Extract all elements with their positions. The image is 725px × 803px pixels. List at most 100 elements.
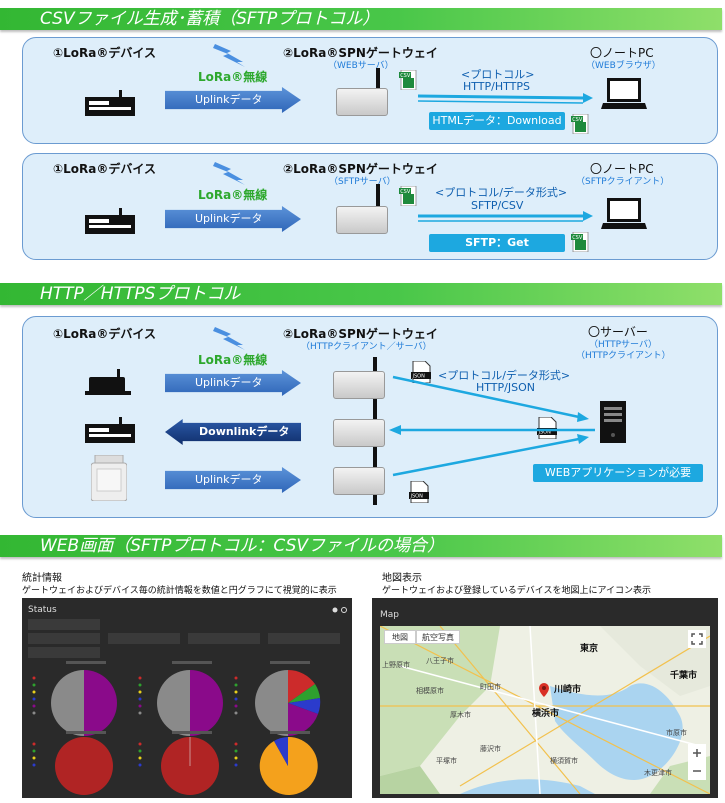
stat-cell — [28, 633, 100, 644]
tab-map[interactable]: 地図 — [384, 630, 416, 644]
map-label: 厚木市 — [450, 711, 471, 719]
pie-title — [66, 661, 106, 664]
pie-chart-2 — [157, 670, 223, 736]
pie-chart-1 — [51, 670, 117, 736]
map-label: 横浜市 — [532, 709, 560, 719]
protocol-value: SFTP/CSV — [471, 199, 524, 212]
server-label: 〇サーバー — [588, 325, 648, 339]
csv-file-icon: CSV — [571, 231, 589, 253]
gateway-antenna — [376, 68, 380, 94]
device-label: ①LoRa®デバイス — [53, 162, 157, 176]
stat-cell — [108, 633, 180, 644]
svg-text:JSON: JSON — [538, 430, 552, 436]
protocol-value: HTTP/HTTPS — [463, 80, 530, 93]
laptop-icon — [601, 78, 647, 109]
pie-charts — [51, 670, 321, 795]
radio-label: LoRa®無線 — [198, 353, 268, 367]
server-sub: （HTTPクライアント） — [576, 351, 671, 361]
radio-label: LoRa®無線 — [198, 70, 268, 84]
pie-title — [66, 731, 106, 734]
map-header: Map — [380, 610, 399, 620]
status-title: Status — [28, 605, 57, 615]
pc-label: 〇ノートPC — [590, 162, 654, 176]
pie-title — [270, 661, 310, 664]
map-desc: ゲートウェイおよび登録しているデバイスを地図上にアイコン表示 — [382, 586, 652, 596]
json-file-icon: JSON — [409, 480, 429, 504]
map-screen: Map 地図 航空写真 東京 千葉市 川崎市 横浜市 八王子市 相模原市 厚木市… — [372, 598, 718, 798]
map-label: 町田市 — [480, 683, 501, 691]
gateway-sub: （HTTPクライアント／サーバ） — [301, 342, 432, 352]
lightning-icon — [213, 162, 245, 185]
map-label: 市原市 — [666, 729, 687, 737]
map-label: 藤沢市 — [480, 745, 501, 753]
pc-label: 〇ノートPC — [590, 46, 654, 60]
protocol-arrows — [389, 375, 595, 477]
gateway-label: ②LoRa®SPNゲートウェイ — [283, 46, 438, 60]
pie-legends — [32, 676, 238, 767]
json-file-icon: JSON — [411, 360, 431, 384]
pie-title — [270, 731, 310, 734]
tab-satellite[interactable]: 航空写真 — [416, 630, 460, 644]
svg-text:CSV: CSV — [400, 73, 411, 79]
gateway-icon — [333, 467, 385, 495]
pie-chart-5 — [161, 737, 219, 795]
map-label: 八王子市 — [426, 657, 454, 665]
gateway-icon — [336, 206, 388, 234]
laptop-icon — [601, 198, 647, 229]
webapp-box: WEBアプリケーションが必要 — [533, 464, 703, 482]
lightning-icon — [213, 44, 245, 67]
section-banner-csv: CSVファイル生成･蓄積（SFTPプロトコル） — [0, 8, 722, 30]
map-title: 地図表示 — [382, 573, 422, 584]
section-banner-web: WEB画面（SFTPプロトコル：CSVファイルの場合） — [0, 535, 722, 557]
map-label: 相模原市 — [416, 687, 444, 695]
gateway-icon — [333, 419, 385, 447]
uplink-arrow: Uplinkデータ — [165, 370, 301, 396]
csv-file-icon: CSV — [399, 69, 417, 91]
pc-sub: （WEBブラウザ） — [586, 61, 661, 71]
lora-device-icon — [85, 417, 135, 447]
protocol-arrows — [417, 93, 593, 104]
map-label: 木更津市 — [644, 769, 672, 777]
zoom-controls[interactable] — [688, 744, 706, 780]
gateway-icon — [333, 371, 385, 399]
stat-cell — [188, 633, 260, 644]
lora-device-icon — [85, 90, 135, 120]
protocol-label: <プロトコル> — [461, 68, 535, 81]
pie-chart-6 — [259, 736, 318, 795]
status-screen: Status — [22, 598, 352, 798]
uplink-arrow: Uplinkデータ — [165, 87, 301, 113]
server-sub: （HTTPサーバ） — [589, 340, 657, 350]
map-label: 千葉市 — [670, 671, 698, 681]
gateway-label: ②LoRa®SPNゲートウェイ — [283, 162, 438, 176]
toolbar-icons[interactable] — [332, 606, 348, 614]
download-box: HTMLデータ：Download — [429, 112, 565, 130]
gateway-sub: （WEBサーバ） — [328, 61, 394, 71]
stats-desc: ゲートウェイおよびデバイス毎の統計情報を数値と円グラフにて視覚的に表示 — [22, 586, 337, 596]
device-label: ①LoRa®デバイス — [53, 327, 157, 341]
map-label: 上野原市 — [382, 661, 410, 669]
gateway-sub: （SFTPサーバ） — [329, 177, 396, 187]
map-label: 川崎市 — [554, 685, 582, 695]
gateway-icon — [336, 88, 388, 116]
pie-chart-3 — [255, 670, 321, 736]
protocol-value: HTTP/JSON — [476, 381, 535, 394]
device-label: ①LoRa®デバイス — [53, 46, 157, 60]
pie-title — [172, 661, 212, 664]
map-label: 横須賀市 — [550, 757, 578, 765]
map-view[interactable]: 地図 航空写真 東京 千葉市 川崎市 横浜市 八王子市 相模原市 厚木市 町田市… — [380, 626, 710, 794]
pie-chart-4 — [55, 737, 113, 795]
fullscreen-icon[interactable] — [688, 630, 706, 648]
stat-cell — [28, 619, 100, 630]
map-canvas — [380, 626, 710, 794]
gateway-antenna — [376, 184, 380, 210]
protocol-label: <プロトコル/データ形式> — [438, 369, 571, 382]
panel-http-download: ①LoRa®デバイス LoRa®無線 Uplinkデータ ②LoRa®SPNゲー… — [22, 37, 718, 144]
lora-device-icon — [85, 208, 135, 238]
uplink-arrow: Uplinkデータ — [165, 206, 301, 232]
svg-text:CSV: CSV — [572, 235, 583, 241]
uplink-arrow: Uplinkデータ — [165, 467, 301, 493]
pie-title — [172, 731, 212, 734]
sftp-get-box: SFTP：Get — [429, 234, 565, 252]
svg-text:CSV: CSV — [572, 117, 583, 123]
gateway-label: ②LoRa®SPNゲートウェイ — [283, 327, 438, 341]
